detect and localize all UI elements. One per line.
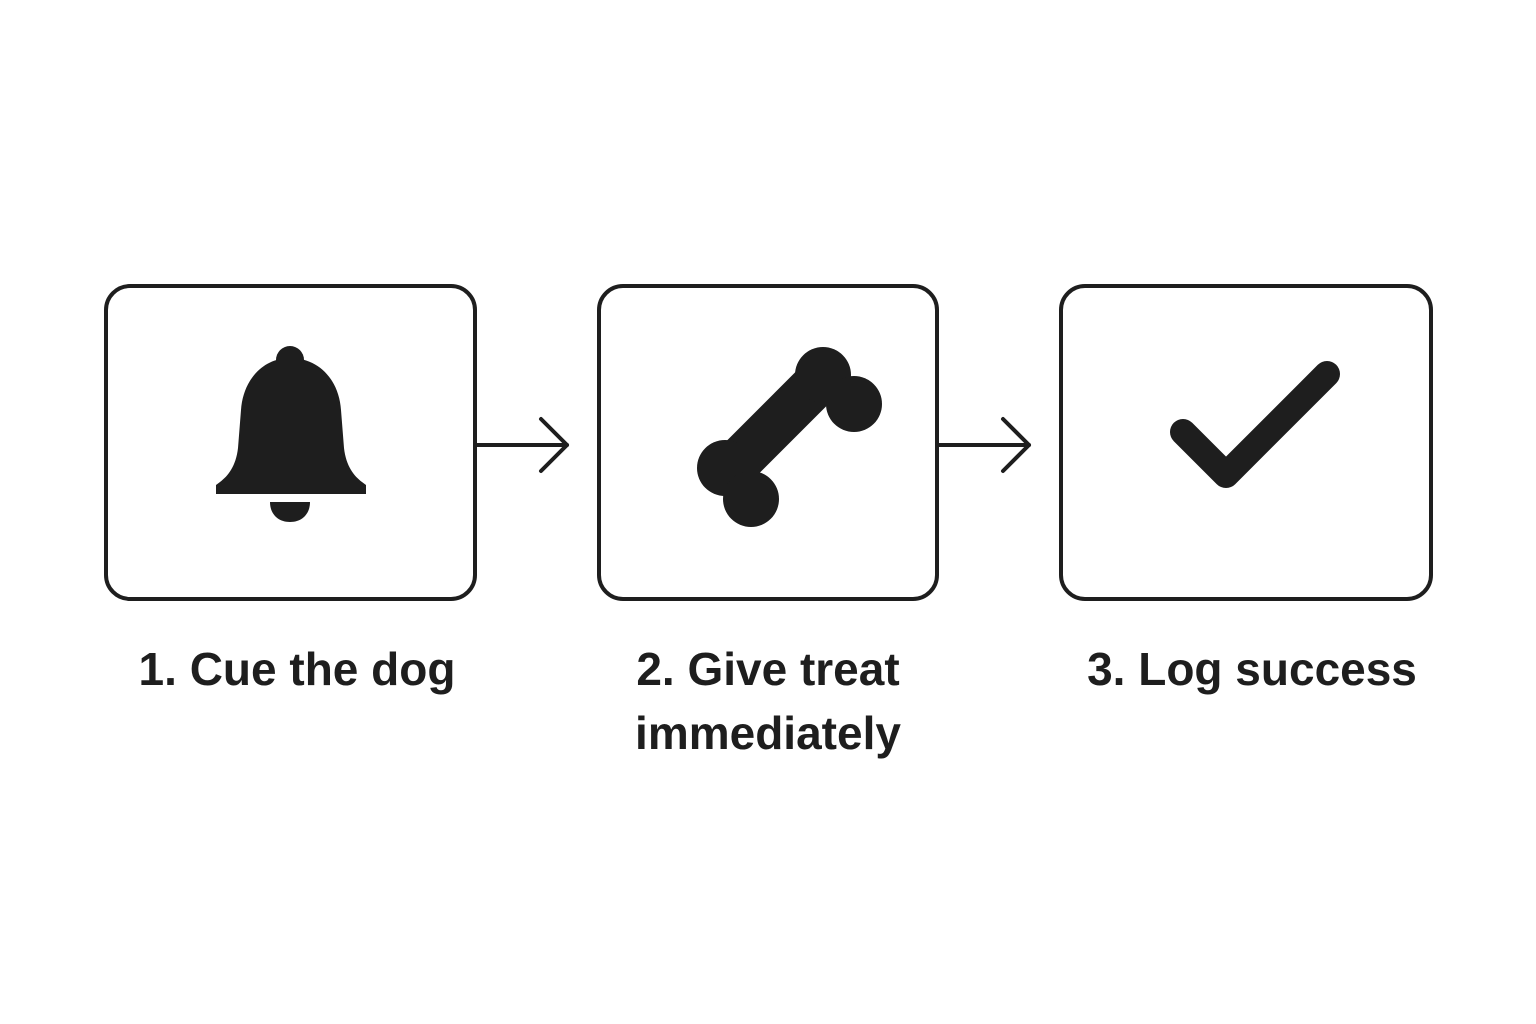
- arrow-right-icon: [475, 417, 569, 473]
- step-2-box: [597, 284, 939, 601]
- step-3-label: 3. Log success: [1087, 643, 1417, 695]
- checkmark-icon: [1170, 361, 1340, 488]
- bone-icon: [697, 347, 882, 527]
- step-3-box: [1059, 284, 1433, 601]
- step-2-label: 2. Give treat immediately: [635, 643, 901, 759]
- arrow-right-icon: [937, 417, 1031, 473]
- bell-icon: [216, 346, 366, 522]
- step-1-box: [104, 284, 477, 601]
- step-1-label: 1. Cue the dog: [138, 643, 456, 695]
